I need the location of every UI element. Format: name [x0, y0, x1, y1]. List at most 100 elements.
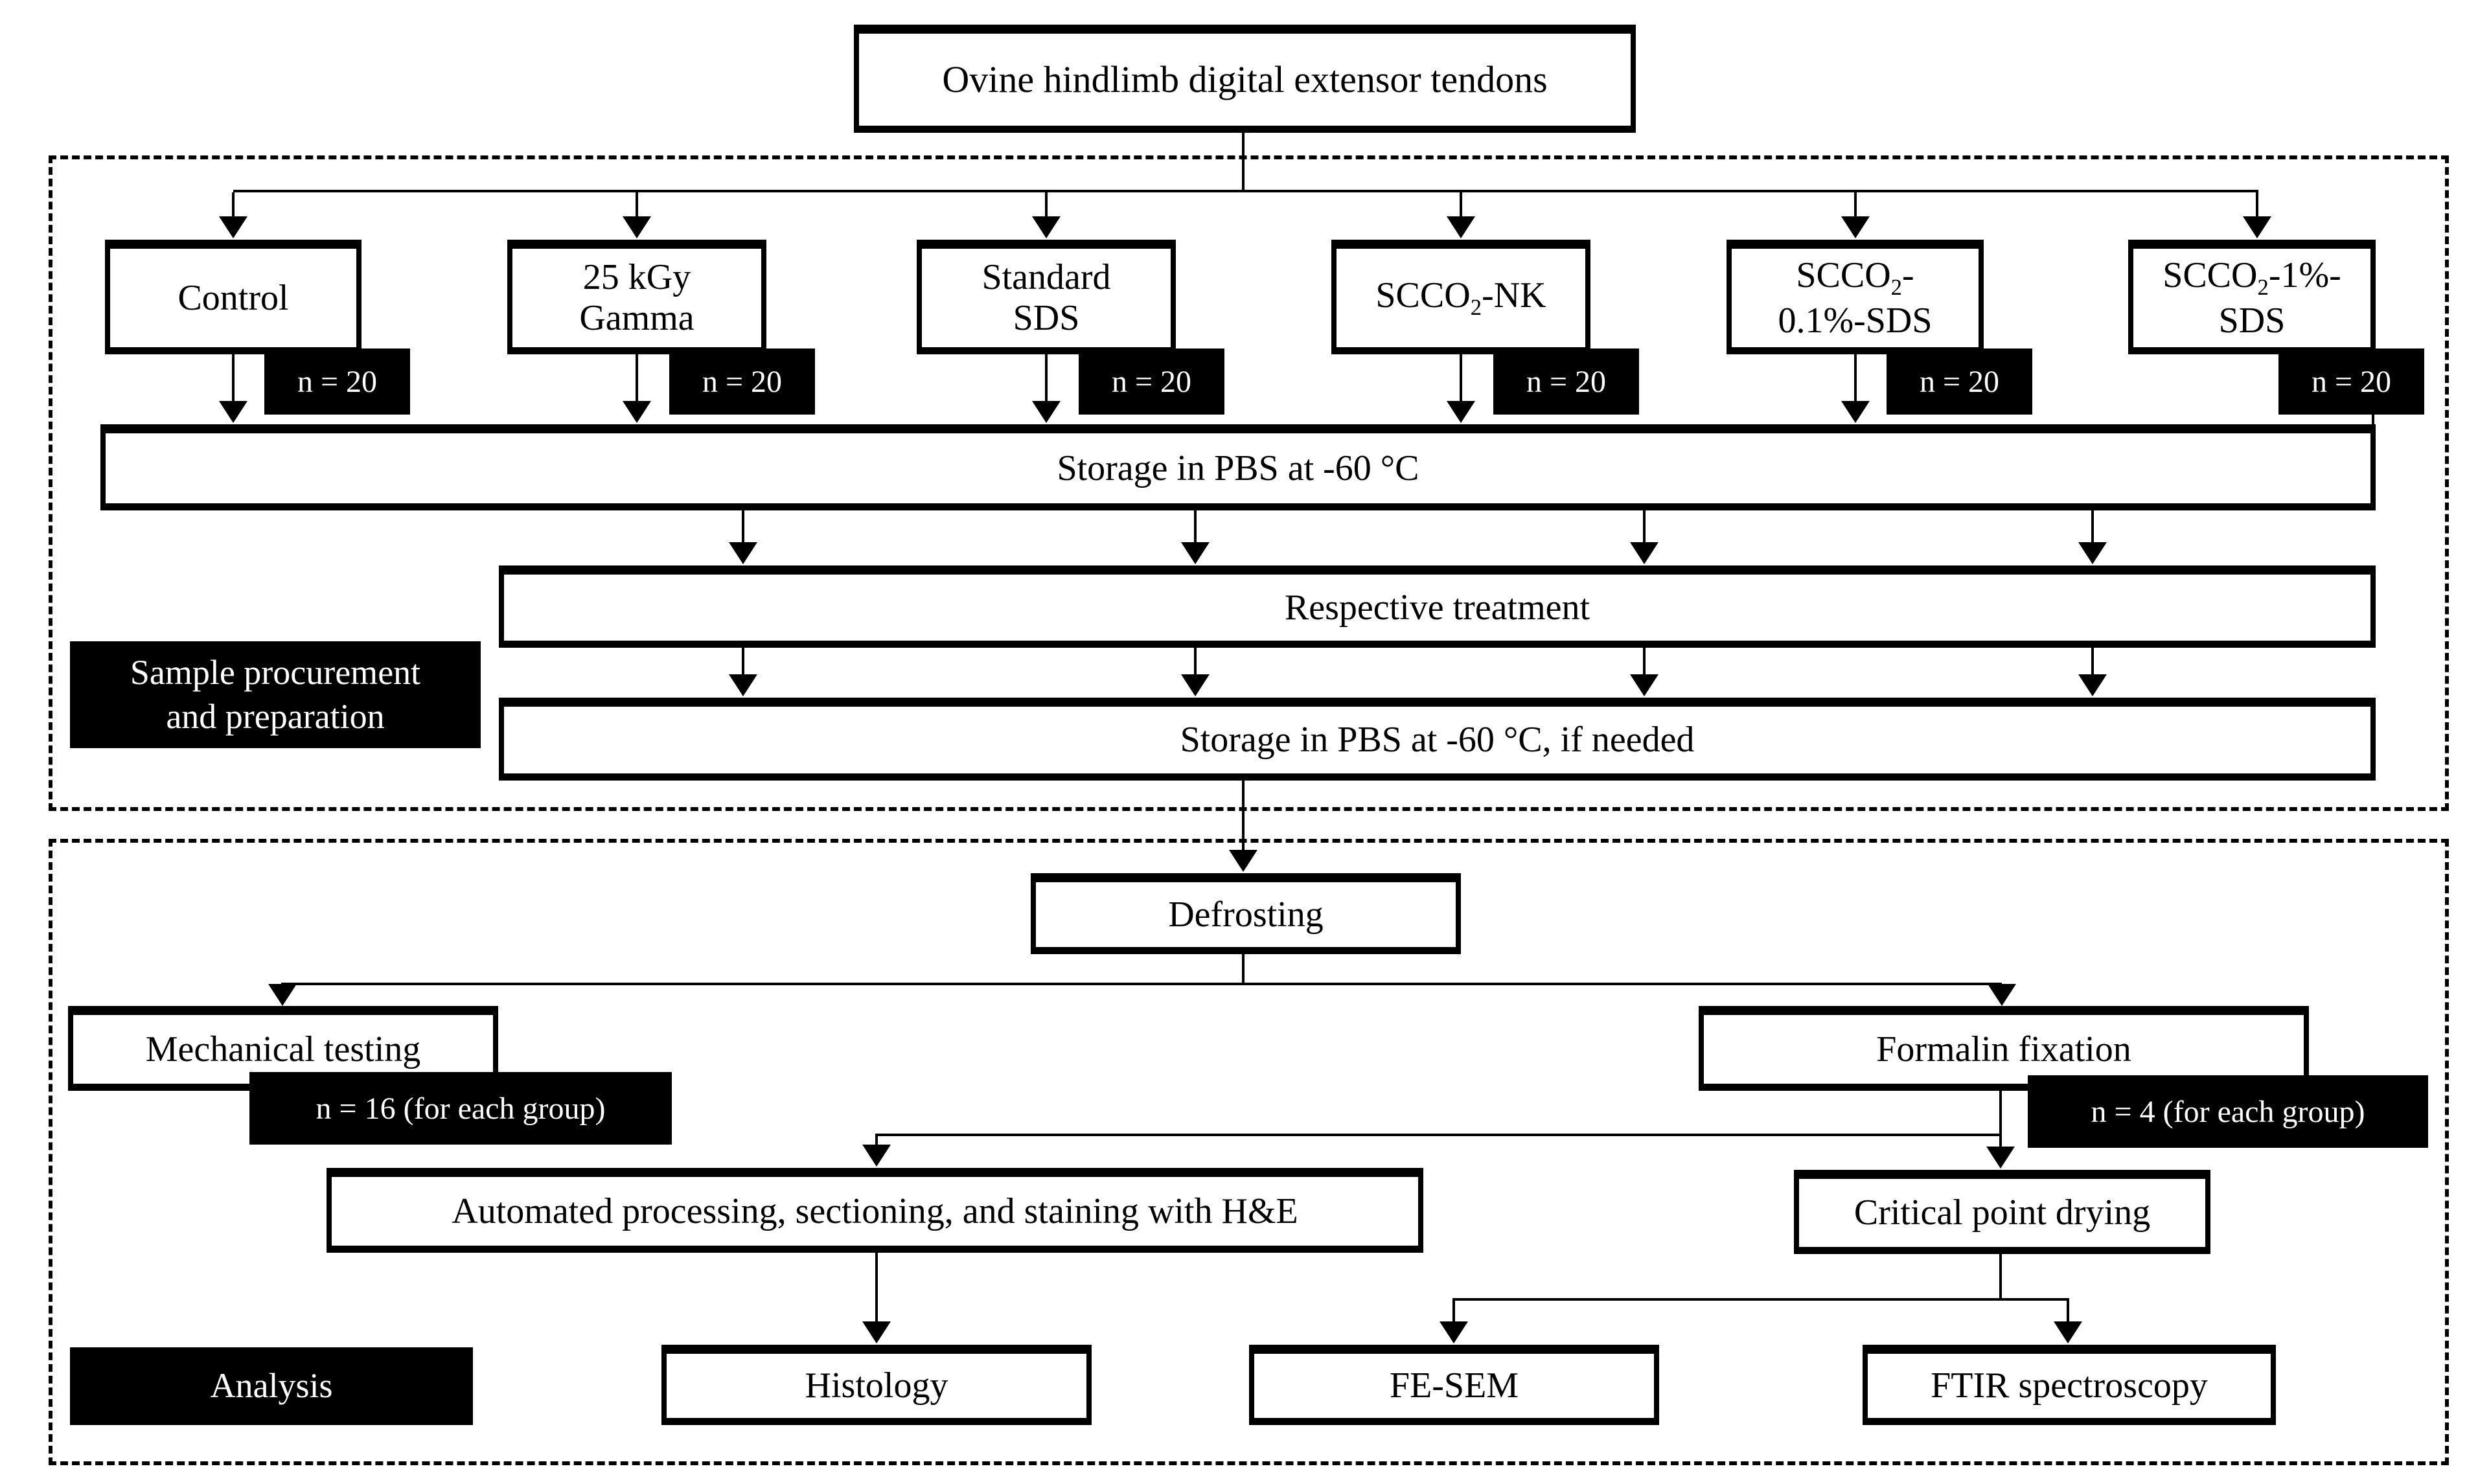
histology-box: Histology [661, 1345, 1092, 1425]
mechanical-testing-label: Mechanical testing [145, 1029, 421, 1069]
arrowhead [1447, 401, 1475, 423]
arrowhead [1181, 542, 1210, 564]
arrowhead [1447, 216, 1475, 238]
formalin-fixation-box: Formalin fixation [1699, 1006, 2309, 1091]
arrowhead [729, 674, 757, 696]
connector-line [636, 192, 638, 216]
n-badge-gamma: n = 20 [669, 348, 815, 415]
connector-line [636, 354, 638, 401]
arrowhead [1440, 1321, 1468, 1343]
connector-line [1045, 192, 1048, 216]
arrowhead [729, 542, 757, 564]
storage-box-label: Storage in PBS at -60 °C [1057, 448, 1419, 488]
automated-processing-box: Automated processing, sectioning, and st… [327, 1168, 1423, 1253]
critical-point-drying-label: Critical point drying [1853, 1193, 2151, 1233]
n4-badge: n = 4 (for each group) [2028, 1075, 2428, 1148]
defrosting-label: Defrosting [1168, 894, 1324, 935]
analysis-label: Analysis [70, 1347, 473, 1425]
connector-line [2067, 1298, 2069, 1321]
arrowhead [1229, 850, 1257, 872]
group-box-label: SCCO2-NK [1375, 275, 1546, 321]
ftir-label: FTIR spectroscopy [1931, 1365, 2208, 1406]
connector-line [232, 354, 235, 401]
arrowhead [2054, 1321, 2082, 1343]
connector-line [1999, 1091, 2002, 1147]
connector-line [875, 1134, 878, 1145]
group-box-control: Control [105, 240, 361, 354]
automated-processing-label: Automated processing, sectioning, and st… [452, 1191, 1298, 1231]
group-box-scco2-1-sds: SCCO2-1%-SDS [2128, 240, 2376, 354]
connector-branch-line-groups [233, 190, 2258, 192]
connector-root-stem [1242, 133, 1245, 190]
mechanical-testing-box: Mechanical testing [68, 1006, 498, 1091]
connector-line [1854, 192, 1857, 216]
respective-treatment-label: Respective treatment [1284, 587, 1590, 628]
arrowhead [1841, 401, 1870, 423]
n-badge-text: n = 20 [1919, 364, 2000, 399]
group-box-scco2-nk: SCCO2-NK [1331, 240, 1590, 354]
connector-line [1460, 354, 1462, 401]
n16-badge: n = 16 (for each group) [249, 1072, 672, 1145]
connector-line [1242, 781, 1245, 850]
fe-sem-label: FE-SEM [1389, 1365, 1519, 1406]
connector-line [742, 510, 744, 542]
arrowhead [219, 401, 247, 423]
connector-line [2091, 648, 2094, 674]
arrowhead [1630, 542, 1658, 564]
arrowhead [1630, 674, 1658, 696]
fe-sem-box: FE-SEM [1249, 1345, 1659, 1425]
storage-if-needed-label: Storage in PBS at -60 °C, if needed [1180, 720, 1695, 760]
connector-line [1194, 648, 1197, 674]
sample-procurement-section-border [49, 155, 2449, 811]
connector-line [2091, 510, 2094, 542]
arrowhead [862, 1145, 891, 1167]
arrowhead [1032, 401, 1061, 423]
arrowhead [2078, 542, 2107, 564]
n-badge-control: n = 20 [264, 348, 410, 415]
histology-label: Histology [805, 1365, 948, 1406]
arrowhead [1986, 1147, 2015, 1169]
n4-badge-text: n = 4 (for each group) [2091, 1094, 2365, 1129]
n-badge-scco2-nk: n = 20 [1493, 348, 1639, 415]
connector-line [1999, 1254, 2002, 1298]
connector-line [1460, 192, 1462, 216]
connector-line [875, 1253, 878, 1321]
group-box-label: SCCO2-0.1%-SDS [1778, 255, 1933, 341]
arrowhead [2078, 674, 2107, 696]
connector-line [232, 192, 235, 216]
group-box-label: Control [178, 277, 289, 318]
arrowhead [623, 401, 651, 423]
analysis-label-text: Analysis [210, 1366, 333, 1406]
n-badge-text: n = 20 [2311, 364, 2392, 399]
n-badge-text: n = 20 [1111, 364, 1192, 399]
connector-line [1242, 954, 1245, 983]
connector-line [1643, 648, 1646, 674]
n-badge-standard-sds: n = 20 [1079, 348, 1224, 415]
root-box-label: Ovine hindlimb digital extensor tendons [942, 58, 1548, 100]
root-box: Ovine hindlimb digital extensor tendons [854, 25, 1636, 133]
n-badge-text: n = 20 [702, 364, 783, 399]
arrowhead [623, 216, 651, 238]
defrosting-box: Defrosting [1031, 873, 1461, 954]
group-box-label: SCCO2-1%-SDS [2163, 255, 2341, 341]
n-badge-text: n = 20 [1526, 364, 1607, 399]
respective-treatment-box: Respective treatment [499, 565, 2376, 648]
n-badge-text: n = 20 [297, 364, 378, 399]
group-box-scco2-01-sds: SCCO2-0.1%-SDS [1727, 240, 1984, 354]
connector-branch-line-formalin [875, 1134, 2001, 1136]
n-badge-scco2-1-sds: n = 20 [2278, 348, 2424, 415]
connector-line [1194, 510, 1197, 542]
storage-box: Storage in PBS at -60 °C [100, 424, 2376, 510]
arrowhead [1032, 216, 1061, 238]
arrowhead [1181, 674, 1210, 696]
analysis-section-border [49, 839, 2449, 1465]
connector-line [1452, 1298, 1455, 1321]
arrowhead [1841, 216, 1870, 238]
